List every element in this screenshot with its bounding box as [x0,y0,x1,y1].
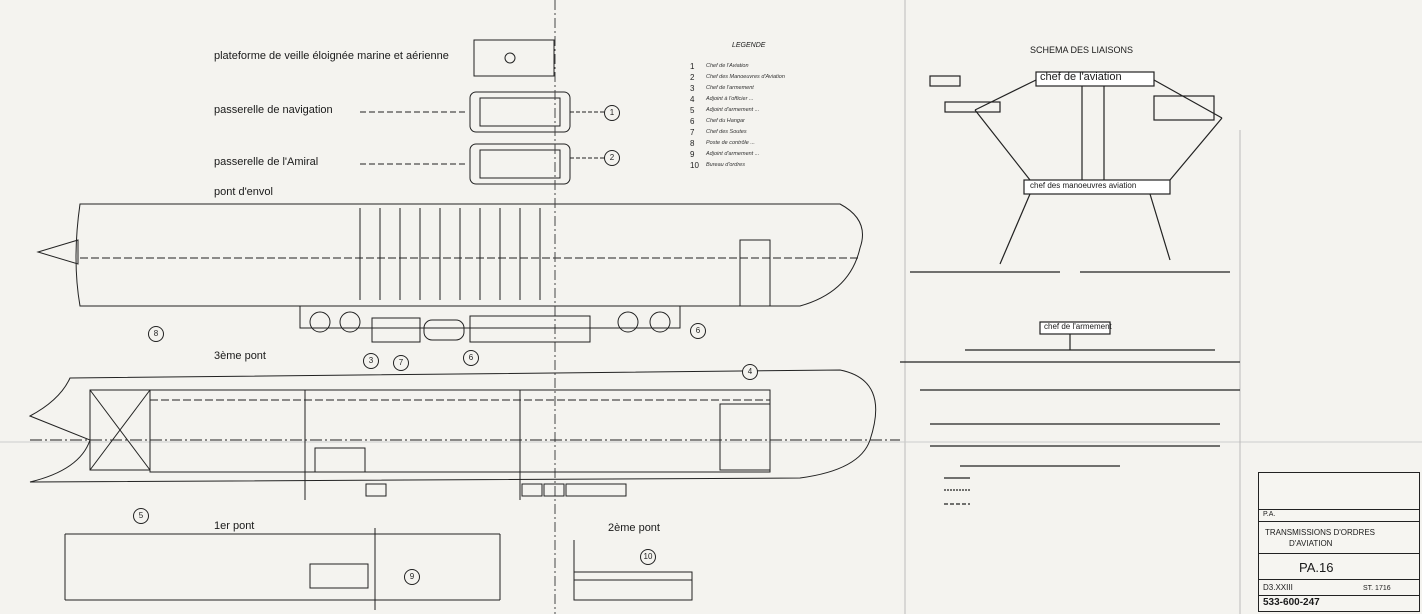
title-block-ref: P.A. [1263,511,1276,518]
circle-marker-6: 6 [463,350,479,366]
schema-chef-manoeuvres: chef des manoeuvres aviation [1030,181,1137,190]
legend-title: LEGENDE [732,42,766,49]
label-flight-deck: pont d'envol [214,186,273,198]
third-deck-hull [28,369,877,483]
label-second-deck: 2ème pont [608,522,660,534]
label-admiral-bridge: passerelle de l'Amiral [214,156,319,168]
circle-marker-4: 4 [742,364,758,380]
legend-text: Poste de contrôle ... [706,140,755,146]
circle-marker-3: 3 [363,353,379,369]
legend-number: 8 [690,139,695,148]
platform-plan [473,39,555,77]
legend-number: 1 [690,62,695,71]
label-first-deck: 1er pont [214,520,255,532]
label-third-deck: 3ème pont [214,350,266,362]
legend-text: Bureau d'ordres [706,162,745,168]
legend-text: Chef de l'armement [706,85,754,91]
schema-title: SCHEMA DES LIAISONS [1030,45,1134,55]
schema-tree [900,71,1240,505]
flight-deck-hull [75,203,863,307]
legend-text: Adjoint d'armement ... [706,151,760,157]
circle-marker-9: 9 [404,569,420,585]
legend-text: Chef des Soutes [706,129,747,135]
legend-number: 6 [690,117,695,126]
circle-marker-5: 5 [133,508,149,524]
legend-number: 7 [690,128,695,137]
legend-text: Adjoint d'armement ... [706,107,760,113]
circle-marker-1: 1 [604,105,620,121]
title-block-title2: D'AVIATION [1289,539,1333,548]
legend-text: Chef de l'Aviation [706,63,749,69]
title-block-ship: PA.16 [1299,560,1334,575]
legend-number: 10 [690,161,699,170]
circle-marker-7: 7 [393,355,409,371]
circle-marker-2: 2 [604,150,620,166]
label-platform: plateforme de veille éloignée marine et … [214,50,449,62]
circle-marker-8: 8 [148,326,164,342]
legend-number: 2 [690,73,695,82]
label-nav-bridge: passerelle de navigation [214,104,333,116]
legend-text: Adjoint à l'officier ... [706,96,754,102]
title-block-number: 533-600-247 [1263,597,1320,608]
legend-number: 3 [690,84,695,93]
title-block-code: D3.XXIII [1263,583,1293,592]
title-block-title1: TRANSMISSIONS D'ORDRES [1265,528,1375,537]
circle-marker-10: 10 [640,549,656,565]
schema-chef-aviation: chef de l'aviation [1040,71,1122,83]
title-block-sheet: ST. 1716 [1363,585,1391,592]
legend-number: 4 [690,95,695,104]
second-deck-plan [573,571,693,601]
schema-chef-armement: chef de l'armement [1044,322,1112,331]
legend-number: 5 [690,106,695,115]
legend-text: Chef des Manoeuvres d'Aviation [706,74,785,80]
legend-number: 9 [690,150,695,159]
first-deck-hull [64,533,501,601]
circle-marker-6b: 6 [690,323,706,339]
legend-text: Chef du Hangar [706,118,745,124]
title-block: P.A. TRANSMISSIONS D'ORDRES D'AVIATION P… [1258,472,1420,612]
